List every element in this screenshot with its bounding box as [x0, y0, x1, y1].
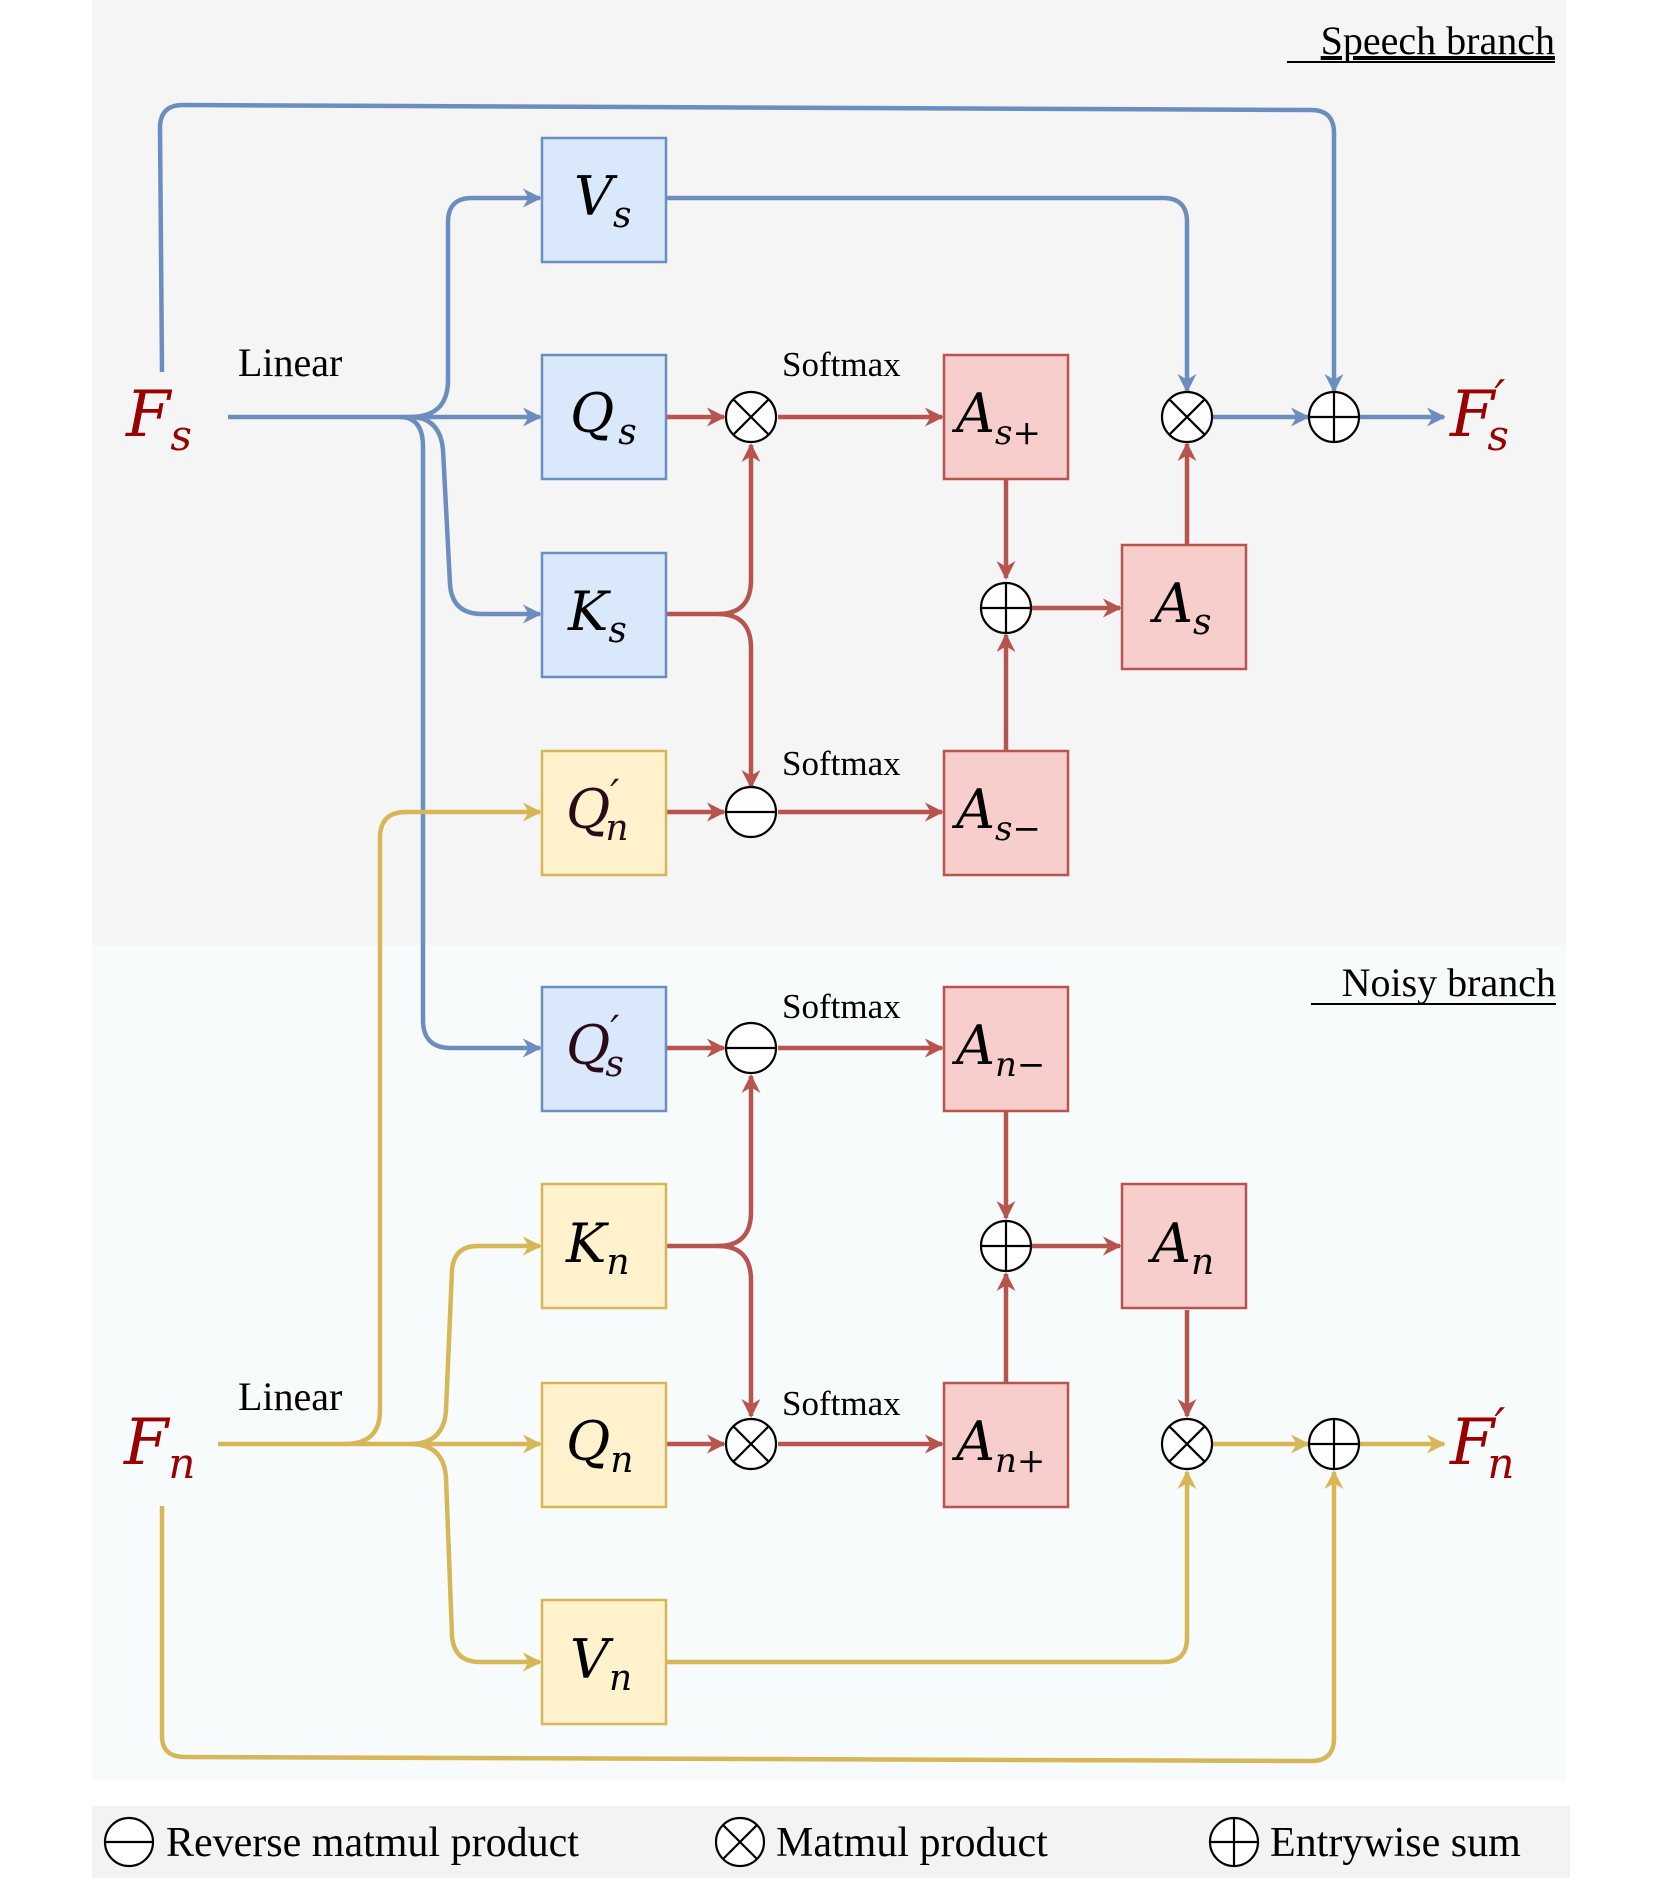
speech-linear-label: Linear — [238, 340, 342, 385]
noisy-reverse-matmul-icon — [724, 1021, 778, 1075]
noisy-branch-panel — [92, 945, 1566, 1780]
noisy-value-matmul-icon — [1160, 1417, 1214, 1471]
fn-residual-arrow — [159, 1470, 1344, 1764]
speech-attention-sum-icon — [979, 581, 1033, 635]
vs-box — [540, 136, 668, 264]
speech-output-label: F′s — [1449, 370, 1509, 460]
as-box — [1120, 543, 1248, 671]
legend-sum-icon — [1208, 1816, 1260, 1868]
an-minus-box — [942, 985, 1070, 1113]
legend-sum-label: Entrywise sum — [1270, 1820, 1521, 1866]
kn-label: Kn — [565, 1212, 630, 1283]
ks-to-reverse-arrow — [717, 611, 761, 789]
qn-prime-box — [540, 749, 668, 877]
speech-qk-matmul-icon — [724, 390, 778, 444]
as-minus-box — [942, 749, 1070, 877]
speech-input-label: Fs — [125, 378, 192, 460]
as-label: As — [1149, 572, 1211, 643]
an-box — [1120, 1182, 1248, 1310]
fn-to-qn-prime-arrow — [344, 802, 542, 1447]
as-plus-label: As+ — [951, 382, 1041, 453]
noisy-qk-matmul-icon — [724, 1417, 778, 1471]
noisy-output-label: F′n — [1449, 1398, 1514, 1488]
kn-to-matmul-arrow — [717, 1243, 761, 1418]
legend-panel — [92, 1806, 1570, 1878]
qn-prime-label: Q′n — [566, 772, 629, 849]
ks-box — [540, 551, 668, 679]
speech-softmax-minus-label: Softmax — [782, 744, 901, 783]
speech-softmax-plus-label: Softmax — [782, 345, 901, 384]
noisy-branch-title: Noisy branch — [1342, 960, 1556, 1005]
qn-box — [540, 1381, 668, 1509]
as-plus-box — [942, 353, 1070, 481]
vs-label: Vs — [574, 165, 631, 236]
speech-branch-panel — [92, 0, 1566, 945]
speech-residual-sum-icon — [1307, 390, 1361, 444]
fn-to-kn-arrow — [409, 1236, 542, 1447]
as-minus-label: As− — [951, 778, 1041, 849]
ks-label: Ks — [567, 580, 627, 651]
legend-reverse-icon — [103, 1816, 155, 1868]
noisy-softmax-plus-label: Softmax — [782, 1384, 901, 1423]
fs-to-vs-arrow — [409, 188, 542, 420]
vn-label: Vn — [570, 1628, 632, 1699]
noisy-softmax-minus-label: Softmax — [782, 987, 901, 1026]
an-plus-label: An+ — [951, 1410, 1045, 1481]
legend-matmul-label: Matmul product — [776, 1820, 1048, 1866]
legend: Reverse matmul product Matmul product En… — [103, 1816, 1521, 1868]
vn-box — [540, 1598, 668, 1726]
fs-residual-arrow — [157, 102, 1344, 393]
noisy-linear-label: Linear — [238, 1374, 342, 1419]
an-minus-label: An− — [951, 1014, 1045, 1085]
speech-reverse-matmul-icon — [724, 785, 778, 839]
qs-box — [540, 353, 668, 481]
kn-box — [540, 1182, 668, 1310]
speech-value-matmul-icon — [1160, 390, 1214, 444]
vs-to-matmul-arrow — [666, 195, 1197, 393]
qn-label: Qn — [566, 1410, 633, 1481]
an-label: An — [1147, 1212, 1214, 1283]
noisy-residual-sum-icon — [1307, 1417, 1361, 1471]
fs-to-qs-prime-arrow — [399, 414, 542, 1058]
an-plus-box — [942, 1381, 1070, 1509]
fn-to-vn-arrow — [409, 1441, 542, 1672]
vn-to-matmul-arrow — [666, 1470, 1197, 1665]
noisy-attention-sum-icon — [979, 1219, 1033, 1273]
speech-branch-title: Speech branch — [1321, 18, 1555, 63]
legend-matmul-icon — [714, 1816, 766, 1868]
fs-to-ks-arrow — [409, 414, 542, 624]
qs-prime-box — [540, 985, 668, 1113]
noisy-input-label: Fn — [123, 1406, 195, 1488]
qs-prime-label: Q′s — [566, 1008, 624, 1085]
legend-reverse-label: Reverse matmul product — [166, 1820, 579, 1866]
